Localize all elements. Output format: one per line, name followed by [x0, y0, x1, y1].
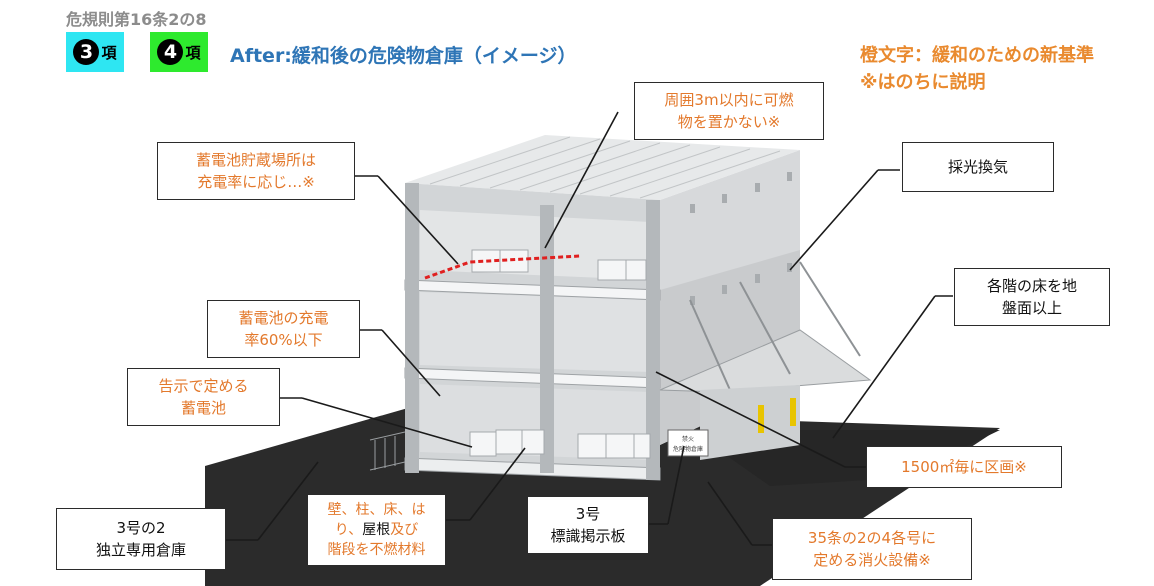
callout-materials: 壁、柱、床、は り、屋根及び 階段を不燃材料	[307, 494, 446, 566]
callout-warehouse-line1: 3号の2	[116, 519, 166, 537]
callout-warehouse-line2: 独立専用倉庫	[95, 541, 186, 559]
callout-warehouse: 3号の2 独立専用倉庫	[56, 508, 226, 570]
callout-notified-battery-line2: 蓄電池	[180, 399, 226, 417]
fire-equipment	[758, 405, 764, 433]
callout-perimeter-line1: 周囲3m以内に可燃	[664, 91, 794, 109]
badge-item-3: 3 項	[66, 32, 124, 72]
side-room	[700, 385, 800, 460]
badge-item-4: 4 項	[150, 32, 208, 72]
callout-materials-line2-a: り、	[334, 522, 363, 538]
callout-materials-line2-c: 及び	[390, 522, 419, 538]
callout-charge-rate-line1: 蓄電池の充電	[238, 309, 329, 327]
leader-lines	[226, 111, 953, 546]
sign-board-line1: 禁火	[682, 436, 694, 443]
badge-number-3: 3	[73, 39, 100, 65]
callout-battery-storage-line2: 充電率に応じ…※	[197, 173, 315, 191]
callout-notified-battery: 告示で定める 蓄電池	[127, 368, 280, 426]
legend: 橙文字：緩和のための新基準 ※はのちに説明	[860, 42, 1094, 96]
canopy-struts	[689, 261, 861, 391]
callout-fire-line2: 定める消火設備※	[813, 551, 931, 569]
callout-sign-line2: 標識掲示板	[550, 527, 626, 545]
callout-sign: 3号 標識掲示板	[527, 496, 649, 554]
callout-battery-storage-line1: 蓄電池貯蔵場所は	[195, 151, 316, 169]
columns	[405, 183, 660, 480]
callout-materials-line3: 階段を不燃材料	[327, 542, 426, 558]
fence	[369, 431, 406, 471]
badge-number-4: 4	[157, 39, 184, 65]
callout-floor: 各階の床を地 盤面以上	[954, 268, 1110, 326]
callout-charge-rate: 蓄電池の充電 率60%以下	[207, 300, 360, 358]
callout-fire-line1: 35条の2の4各号に	[807, 529, 937, 547]
callout-materials-line2-b: 屋根	[362, 522, 391, 538]
page-title: After:緩和後の危険物倉庫（イメージ）	[230, 45, 577, 67]
callout-notified-battery-line1: 告示で定める	[158, 377, 249, 395]
callout-materials-line1: 壁、柱、床、は	[327, 502, 426, 518]
perimeter-line	[424, 254, 581, 280]
callout-sign-line1: 3号	[575, 505, 601, 523]
legend-line2: ※はのちに説明	[860, 72, 986, 93]
callout-perimeter: 周囲3m以内に可燃 物を置かない※	[634, 82, 824, 140]
rule-reference: 危規則第16条2の8	[66, 10, 207, 29]
callout-battery-storage: 蓄電池貯蔵場所は 充電率に応じ…※	[157, 142, 355, 200]
callout-fire: 35条の2の4各号に 定める消火設備※	[772, 518, 972, 580]
callout-materials-line2: り、屋根及び	[308, 520, 445, 540]
callout-partition-line1: 1500㎡毎に区画※	[901, 458, 1027, 476]
roof-ribs	[429, 136, 781, 199]
callout-partition: 1500㎡毎に区画※	[866, 446, 1062, 488]
badge-suffix-4: 項	[185, 43, 201, 62]
callout-floor-line2: 盤面以上	[1001, 299, 1062, 317]
sign-board-line2: 危険物倉庫	[673, 445, 703, 453]
callout-perimeter-line2: 物を置かない※	[677, 113, 781, 131]
legend-line1: 橙文字：緩和のための新基準	[860, 45, 1094, 66]
side-vents	[690, 172, 792, 305]
fire-equipment-2	[790, 398, 796, 426]
sign-board	[667, 429, 709, 457]
callout-lighting-line1: 採光換気	[947, 158, 1008, 176]
callout-lighting: 採光換気	[902, 142, 1054, 192]
badge-suffix-3: 項	[101, 43, 117, 62]
floor2-interior	[420, 292, 650, 372]
callout-charge-rate-line2: 率60%以下	[244, 331, 323, 349]
callout-floor-line1: 各階の床を地	[986, 277, 1077, 295]
